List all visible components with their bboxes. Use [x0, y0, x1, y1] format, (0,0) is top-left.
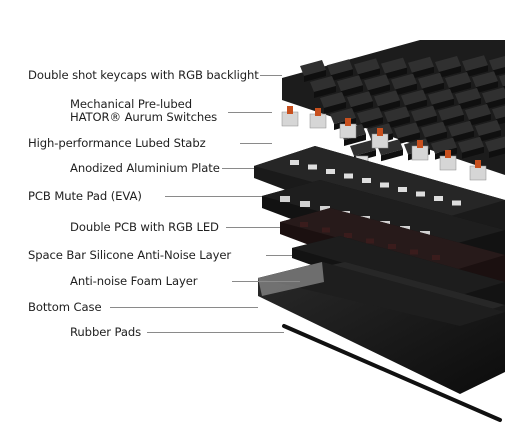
label-switches: Mechanical Pre-lubed HATOR® Aurum Switch…: [70, 98, 217, 124]
switch: [371, 128, 389, 149]
clear-case-edge: [258, 262, 324, 296]
switch: [281, 106, 299, 127]
plate-hole: [452, 200, 461, 206]
keycap: [458, 136, 484, 159]
keycap: [300, 60, 326, 82]
keycap: [485, 136, 505, 158]
plate-hole: [326, 169, 335, 174]
label-switches-line1: Mechanical Pre-lubed: [70, 97, 192, 111]
pcb-hole: [300, 222, 308, 227]
keycap: [421, 121, 447, 144]
keycap: [401, 89, 427, 112]
keycap: [455, 88, 481, 110]
keycap: [489, 56, 505, 77]
plate-hole: [434, 196, 443, 201]
keycap: [445, 72, 471, 94]
keycap: [472, 71, 498, 94]
plate-cutouts: [290, 160, 461, 206]
leader-foam: [232, 281, 300, 282]
keycap: [337, 75, 363, 98]
switch: [411, 140, 429, 161]
keycap: [411, 105, 437, 128]
pcb-cutouts: [300, 222, 440, 260]
mute-pad-hole: [320, 206, 330, 212]
leader-switches: [228, 112, 272, 113]
plate-hole: [416, 191, 425, 197]
keycap: [391, 73, 417, 96]
keycap: [310, 76, 336, 98]
label-pcb: Double PCB with RGB LED: [70, 220, 219, 234]
switches-layer: [281, 106, 487, 181]
keycap-grid: [300, 55, 505, 162]
pcb-hole: [410, 249, 418, 255]
pcb-hole: [344, 233, 352, 238]
pcb-hole: [432, 255, 440, 260]
keycap: [448, 120, 474, 143]
switch: [469, 160, 487, 181]
switch: [339, 118, 357, 139]
leader-pcb: [226, 227, 280, 228]
label-switches-line2: HATOR® Aurum Switches: [70, 110, 218, 124]
keycap: [465, 104, 491, 126]
label-silicone: Space Bar Silicone Anti-Noise Layer: [28, 248, 232, 262]
plate-hole: [308, 164, 317, 170]
plate-hole: [344, 173, 353, 179]
leader-stabz: [240, 143, 272, 144]
switch: [439, 150, 457, 171]
pcb-hole: [322, 227, 330, 233]
keycap: [377, 139, 403, 162]
switch: [309, 108, 327, 129]
keycap: [320, 92, 346, 114]
keycap: [384, 106, 410, 129]
label-keycaps: Double shot keycaps with RGB backlight: [28, 68, 259, 82]
leader-bottom-case: [110, 307, 258, 308]
leader-rubber-pads: [147, 332, 284, 333]
keycap: [374, 90, 400, 113]
keycap: [438, 104, 464, 127]
label-foam: Anti-noise Foam Layer: [70, 274, 198, 288]
leader-plate: [222, 168, 254, 169]
label-rubber-pads: Rubber Pads: [70, 325, 142, 339]
bottom-case-layer: [258, 262, 505, 394]
label-bottom-case: Bottom Case: [28, 300, 102, 314]
plate-hole: [380, 182, 389, 188]
label-plate: Anodized Aluminium Plate: [70, 161, 220, 175]
keycap: [394, 122, 420, 145]
keycap: [435, 56, 461, 78]
keycap: [408, 56, 434, 79]
keycap: [357, 107, 383, 130]
keycap: [418, 72, 444, 95]
plate-hole: [362, 178, 371, 183]
keycap: [492, 105, 505, 126]
pcb-hole: [388, 244, 396, 249]
keycap: [428, 88, 454, 111]
keycap: [381, 57, 407, 80]
plate-hole: [290, 160, 299, 165]
keycap: [327, 59, 353, 82]
label-mute-pad: PCB Mute Pad (EVA): [28, 189, 142, 203]
keycap: [364, 74, 390, 97]
rubber-pads-layer: [282, 324, 502, 422]
mute-pad-hole: [280, 196, 290, 202]
leader-silicone: [266, 255, 292, 256]
keycap: [475, 120, 501, 142]
keycap: [347, 91, 373, 114]
leader-keycaps: [260, 75, 282, 76]
leader-mute-pad: [165, 196, 262, 197]
keycap: [482, 87, 505, 110]
keycap: [354, 58, 380, 81]
pcb-hole: [366, 238, 374, 244]
keycaps-layer: [282, 40, 505, 175]
plate-hole: [398, 187, 407, 192]
mute-pad-hole: [300, 201, 310, 207]
keycap: [462, 55, 488, 78]
label-stabz: High-performance Lubed Stabz: [28, 136, 206, 150]
